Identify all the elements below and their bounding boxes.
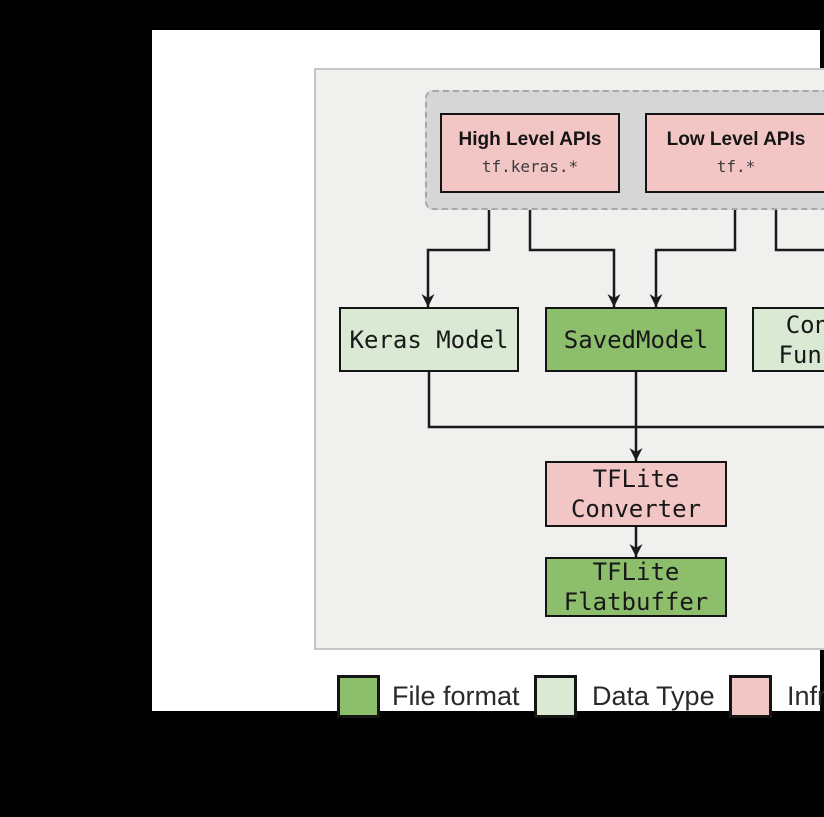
- arrow-low-to-concrete: [774, 193, 824, 252]
- tflite-flatbuffer-label: TFLite Flatbuffer: [563, 558, 709, 616]
- low-level-apis-code: tf.*: [716, 157, 756, 177]
- connector-arrows: [421, 193, 824, 557]
- low-level-apis-title: Low Level APIs: [666, 128, 806, 150]
- legend-label-file-format: File format: [392, 681, 520, 711]
- arrow-high-to-savedmodel: [528, 193, 621, 307]
- node-keras-model: Keras Model: [339, 307, 519, 372]
- merge-line: [427, 372, 824, 429]
- node-savedmodel: SavedModel: [545, 307, 727, 372]
- high-level-apis-code: tf.keras.*: [481, 157, 579, 177]
- node-concrete-functions: Concrete Functions: [752, 307, 824, 372]
- tflite-converter-label: TFLite Converter: [570, 465, 702, 523]
- node-tflite-flatbuffer: TFLite Flatbuffer: [545, 557, 727, 617]
- legend-label-infrastructure: Infrastructure: [787, 681, 824, 711]
- legend-swatch-file-format: [337, 675, 380, 718]
- node-low-level-apis: Low Level APIs tf.*: [645, 113, 824, 193]
- savedmodel-label: SavedModel: [563, 325, 709, 354]
- node-high-level-apis: High Level APIs tf.keras.*: [440, 113, 620, 193]
- concrete-functions-label: Concrete Functions: [778, 310, 824, 369]
- legend-swatch-infrastructure: [729, 675, 772, 718]
- arrow-low-to-savedmodel: [649, 193, 737, 307]
- keras-model-label: Keras Model: [349, 325, 509, 354]
- arrow-high-to-keras: [421, 193, 491, 307]
- legend-label-data-type: Data Type: [592, 681, 715, 711]
- node-tflite-converter: TFLite Converter: [545, 461, 727, 527]
- diagram-card: High Level APIs tf.keras.* Low Level API…: [152, 30, 824, 718]
- high-level-apis-title: High Level APIs: [458, 128, 602, 150]
- legend-swatch-data-type: [534, 675, 577, 718]
